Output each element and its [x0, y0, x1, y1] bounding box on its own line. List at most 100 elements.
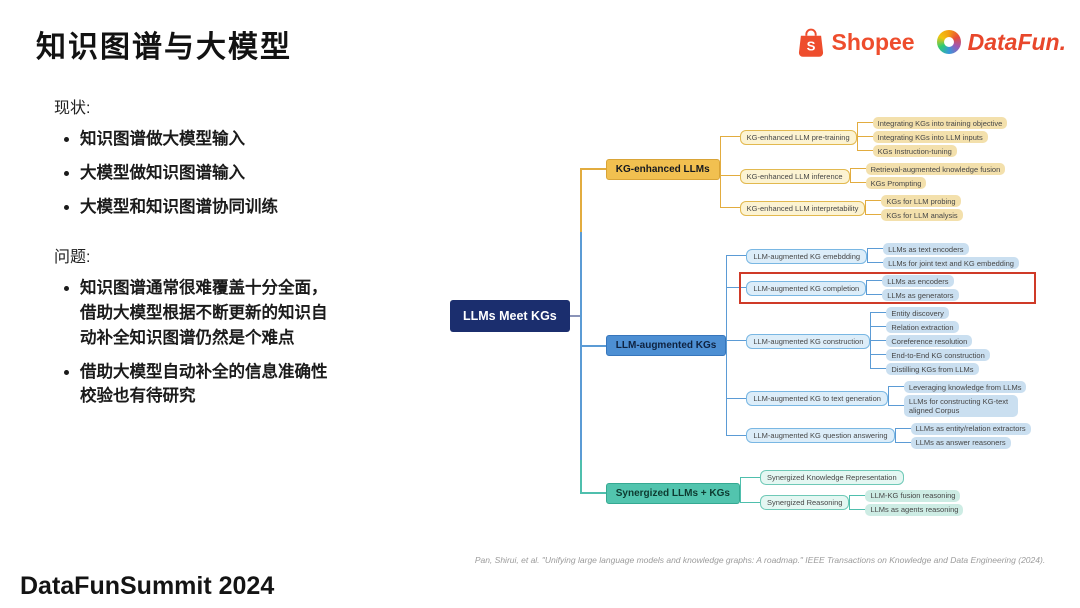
leaf-node: LLMs as entity/relation extractors — [910, 422, 1031, 435]
sub-node: LLM-augmented KG question answering — [746, 428, 895, 444]
svg-text:S: S — [806, 39, 815, 54]
leaf-node: Leveraging knowledge from LLMs — [903, 381, 1027, 393]
sub-branch-kg-completion: LLM-augmented KG completion LLMs as enco… — [726, 272, 1036, 304]
leaf-node: KGs for LLM probing — [881, 195, 961, 207]
branches-column: KG-enhanced LLMs KG-enhanced LLM pre-tra… — [579, 106, 1036, 527]
leaf-item: Integrating KGs into LLM inputs — [856, 130, 1008, 144]
leaf-item: LLM-KG fusion reasoning — [849, 489, 963, 503]
leaf-item: Entity discovery — [870, 306, 989, 320]
leaf-item: Distilling KGs from LLMs — [870, 362, 989, 376]
status-list: 知识图谱做大模型输入 大模型做知识图谱输入 大模型和知识图谱协同训练 — [54, 127, 444, 219]
shopee-logo: S Shopee — [797, 26, 915, 58]
problem-item: 借助大模型自动补全的信息准确性校验也有待研究 — [80, 360, 338, 410]
branch-node-kg-enhanced-llms: KG-enhanced LLMs — [605, 158, 720, 180]
children-column: Synergized Knowledge Representation Syne… — [739, 468, 964, 519]
leaf-item: Leveraging knowledge from LLMs — [887, 380, 1027, 394]
sub-branch-kg-to-text: LLM-augmented KG to text generation Leve… — [726, 378, 1030, 420]
sub-node: LLM-augmented KG construction — [746, 333, 871, 349]
leaf-node: Entity discovery — [886, 307, 949, 319]
sub-node: LLM-augmented KG completion — [746, 280, 867, 296]
leaf-node: KGs Instruction-tuning — [872, 145, 957, 157]
leaf-item: LLMs as answer reasoners — [894, 435, 1031, 450]
leaf-node: End-to-End KG construction — [886, 349, 990, 361]
leaf-item: Retrieval-augmented knowledge fusion — [849, 162, 1006, 176]
page-title: 知识图谱与大模型 — [36, 31, 292, 64]
datafun-logo-text: DataFun. — [967, 28, 1066, 55]
problem-block: 问题: 知识图谱通常很难覆盖十分全面，借助大模型根据不断更新的知识自动补全知识图… — [54, 243, 444, 409]
sub-node: KG-enhanced LLM inference — [739, 168, 850, 184]
leaf-node: Integrating KGs into LLM inputs — [872, 131, 988, 143]
leaves-column: KGs for LLM probing KGs for LLM analysis — [865, 194, 963, 222]
leaf-item: LLMs for constructing KG-text aligned Co… — [887, 394, 1027, 418]
branch-node-llm-augmented-kgs: LLM-augmented KGs — [605, 335, 727, 357]
citation-text: Pan, Shirui, et al. "Unifying large lang… — [474, 555, 1046, 565]
sub-branch-kg-construction: LLM-augmented KG construction Entity dis… — [726, 304, 1030, 378]
leaf-item: KGs Prompting — [849, 176, 1006, 190]
leaf-item: KGs for LLM probing — [865, 194, 962, 208]
children-column: KG-enhanced LLM pre-training Integrating… — [719, 114, 1008, 224]
shopee-logo-text: Shopee — [831, 28, 915, 55]
leaf-item: LLMs for joint text and KG embedding — [867, 256, 1019, 270]
status-item: 知识图谱做大模型输入 — [80, 127, 338, 152]
sub-branch-pre-training: KG-enhanced LLM pre-training Integrating… — [719, 114, 1008, 160]
leaf-node: Distilling KGs from LLMs — [886, 363, 979, 375]
sub-node: Synergized Knowledge Representation — [759, 469, 904, 485]
shopee-bag-icon: S — [798, 28, 823, 57]
sub-branch-kg-embedding: LLM-augmented KG emebdding LLMs as text … — [726, 240, 1030, 272]
status-item: 大模型和知识图谱协同训练 — [80, 195, 338, 220]
problem-list: 知识图谱通常很难覆盖十分全面，借助大模型根据不断更新的知识自动补全知识图谱仍然是… — [54, 276, 444, 409]
leaf-node: LLMs as encoders — [882, 275, 954, 287]
leaf-item: KGs for LLM analysis — [865, 208, 963, 222]
leaf-node: Coreference resolution — [886, 335, 973, 347]
sub-branch-synergized-reasoning: Synergized Reasoning LLM-KG fusion reaso… — [739, 486, 964, 519]
leaf-item: LLMs as entity/relation extractors — [894, 422, 1031, 436]
leaf-item: Integrating KGs into training objective — [856, 116, 1008, 130]
leaf-item: LLMs as agents reasoning — [849, 502, 964, 517]
leaf-node: KGs for LLM analysis — [881, 209, 963, 221]
sub-branch-knowledge-representation: Synergized Knowledge Representation — [739, 468, 963, 487]
event-footer: DataFunSummit 2024 — [20, 572, 275, 600]
leaf-item: KGs Instruction-tuning — [856, 144, 1008, 158]
leaves-column: LLMs as text encoders LLMs for joint tex… — [867, 242, 1019, 270]
status-item: 大模型做知识图谱输入 — [80, 161, 338, 186]
sub-branch-interpretability: KG-enhanced LLM interpretability KGs for… — [719, 192, 1008, 224]
leaf-node: LLM-KG fusion reasoning — [865, 489, 961, 502]
leaves-column: LLMs as entity/relation extractors LLMs … — [894, 422, 1031, 450]
status-heading: 现状: — [54, 100, 91, 117]
branch-group-kg-enhanced-llms: KG-enhanced LLMs KG-enhanced LLM pre-tra… — [579, 106, 1031, 232]
leaves-column: Integrating KGs into training objective … — [856, 116, 1008, 158]
root-node: LLMs Meet KGs — [450, 300, 580, 333]
problem-item: 知识图谱通常很难覆盖十分全面，借助大模型根据不断更新的知识自动补全知识图谱仍然是… — [80, 276, 338, 350]
logo-area: S Shopee DataFun. — [797, 26, 1066, 58]
leaf-node: LLMs for joint text and KG embedding — [883, 257, 1019, 269]
children-column: LLM-augmented KG emebdding LLMs as text … — [726, 240, 1036, 452]
leaf-item: LLMs as generators — [866, 288, 959, 302]
leaf-node: LLMs as answer reasoners — [910, 436, 1011, 449]
left-text-panel: 现状: 知识图谱做大模型输入 大模型做知识图谱输入 大模型和知识图谱协同训练 问… — [54, 94, 444, 418]
branch-group-llm-augmented-kgs: LLM-augmented KGs LLM-augmented KG emebd… — [579, 232, 1036, 460]
leaf-node: LLMs for constructing KG-text aligned Co… — [903, 395, 1018, 417]
leaf-item: Relation extraction — [870, 320, 989, 334]
leaves-column: Entity discovery Relation extraction Cor… — [870, 306, 990, 376]
leaf-node: Integrating KGs into training objective — [872, 117, 1008, 129]
leaves-column: LLMs as encoders LLMs as generators — [866, 274, 959, 302]
sub-node: Synergized Reasoning — [759, 495, 850, 511]
leaf-node: LLMs as text encoders — [883, 243, 969, 255]
leaf-item: Coreference resolution — [870, 334, 989, 348]
leaves-column: Retrieval-augmented knowledge fusion KGs… — [849, 162, 1006, 190]
sub-node: KG-enhanced LLM pre-training — [739, 129, 857, 145]
sub-node: LLM-augmented KG emebdding — [746, 248, 868, 264]
datafun-icon — [936, 30, 961, 54]
leaf-node: KGs Prompting — [865, 177, 927, 189]
mindmap-diagram: LLMs Meet KGs KG-enhanced LLMs KG-enhanc… — [450, 106, 1036, 527]
leaves-column: LLM-KG fusion reasoning LLMs as agents r… — [849, 489, 964, 517]
leaf-item: LLMs as text encoders — [867, 242, 1019, 256]
leaves-column: Leveraging knowledge from LLMs LLMs for … — [887, 380, 1027, 418]
problem-heading: 问题: — [54, 249, 91, 267]
sub-branch-inference: KG-enhanced LLM inference Retrieval-augm… — [719, 160, 1008, 192]
leaf-item: End-to-End KG construction — [870, 348, 990, 362]
leaf-item: LLMs as encoders — [866, 274, 958, 288]
sub-node: LLM-augmented KG to text generation — [746, 391, 888, 407]
branch-group-synergized: Synergized LLMs + KGs Synergized Knowled… — [579, 459, 1031, 527]
leaf-node: LLMs as agents reasoning — [865, 503, 964, 516]
